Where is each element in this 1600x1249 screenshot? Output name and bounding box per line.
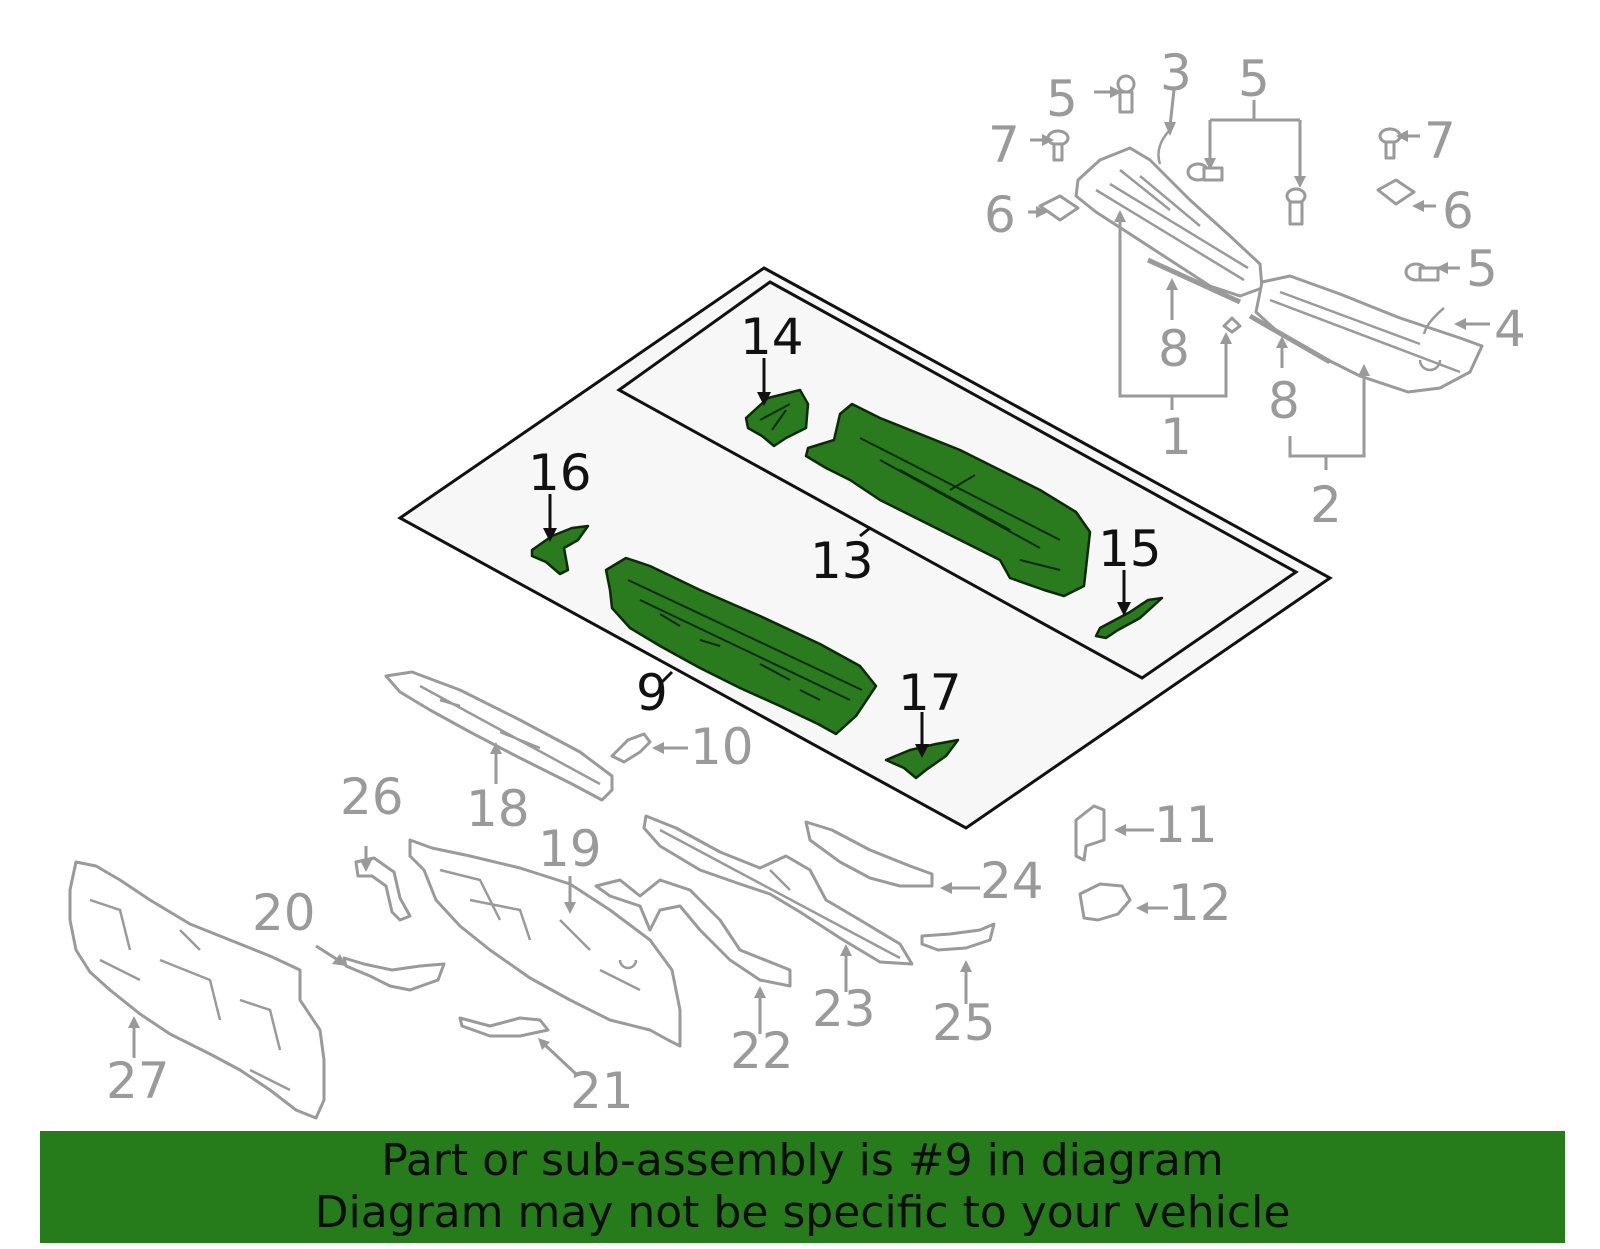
part-9-cowl-top-highlighted[interactable] (604, 556, 878, 736)
part-23-crossmember[interactable] (642, 814, 914, 966)
callout-20: 20 (252, 884, 316, 942)
part-4-clip[interactable] (1422, 307, 1445, 335)
callout-24: 24 (980, 852, 1044, 910)
fastener-5-top[interactable] (1116, 74, 1136, 114)
part-15-bracket[interactable] (1094, 596, 1164, 640)
callout-18: 18 (466, 780, 530, 838)
callout-26: 26 (340, 768, 404, 826)
callout-4: 4 (1494, 300, 1526, 358)
part-25-bracket[interactable] (920, 922, 996, 952)
callout-25: 25 (932, 994, 996, 1052)
callout-8a: 8 (1158, 320, 1190, 378)
part-8-seal-strips[interactable] (1146, 257, 1332, 365)
banner-line-1: Part or sub-assembly is #9 in diagram (381, 1135, 1224, 1186)
callout-13: 13 (810, 532, 874, 590)
callout-5b: 5 (1238, 50, 1270, 108)
part-24-reinforcement[interactable] (804, 820, 934, 888)
fastener-5-mid-b[interactable] (1285, 187, 1307, 226)
banner-line-2: Diagram may not be specific to your vehi… (314, 1187, 1291, 1238)
part-3-clip[interactable] (1157, 129, 1171, 165)
part-13-cowl-panel[interactable] (804, 402, 1092, 598)
callout-1: 1 (1160, 408, 1192, 466)
part-27-dash-insulator-large[interactable] (68, 860, 326, 1120)
fastener-5-mid-a[interactable] (1186, 162, 1224, 182)
callout-14: 14 (740, 308, 804, 366)
callout-8b: 8 (1268, 372, 1300, 430)
callout-22: 22 (730, 1022, 794, 1080)
callout-3: 3 (1160, 44, 1192, 102)
callout-7a: 7 (988, 116, 1020, 174)
part-26-bracket[interactable] (354, 856, 412, 922)
callout-23: 23 (812, 980, 876, 1038)
nut-6-right[interactable] (1376, 178, 1416, 206)
upper-leader-lines (1028, 86, 1490, 470)
fastener-7-right[interactable] (1378, 127, 1402, 160)
callout-17: 17 (898, 664, 962, 722)
highlight-leader-arrows (543, 358, 1131, 758)
callout-12: 12 (1168, 874, 1232, 932)
callout-21: 21 (570, 1062, 634, 1120)
callout-27: 27 (106, 1052, 170, 1110)
part-12-bracket[interactable] (1078, 882, 1132, 922)
callout-10: 10 (690, 718, 754, 776)
callout-11: 11 (1154, 796, 1218, 854)
callout-19: 19 (538, 820, 602, 878)
nut-6-left[interactable] (1038, 194, 1080, 222)
callout-7b: 7 (1424, 112, 1456, 170)
part-14-bracket[interactable] (744, 388, 810, 448)
callout-6b: 6 (1442, 182, 1474, 240)
part-11-bracket[interactable] (1074, 804, 1106, 862)
callout-9: 9 (636, 664, 668, 722)
part-16-bracket[interactable] (530, 524, 590, 576)
callout-15: 15 (1098, 520, 1162, 578)
callout-2: 2 (1310, 476, 1342, 534)
part-1-cowl-grille-left[interactable] (1074, 146, 1264, 298)
callout-16: 16 (528, 444, 592, 502)
fastener-5-right[interactable] (1404, 262, 1440, 282)
part-19-dash-insulator[interactable] (408, 838, 682, 1048)
callout-6a: 6 (984, 186, 1016, 244)
fastener-7-left[interactable] (1046, 129, 1070, 162)
part-20-bracket[interactable] (342, 956, 446, 992)
part-10-bracket[interactable] (610, 732, 652, 764)
callout-5a: 5 (1046, 70, 1078, 128)
callout-labels: 5 3 5 7 7 6 6 5 4 8 8 1 2 14 16 13 15 9 … (106, 44, 1526, 1120)
part-21-bracket[interactable] (458, 1016, 550, 1038)
lower-leader-lines (128, 742, 1168, 1076)
callout-5c: 5 (1466, 240, 1498, 298)
info-banner: Part or sub-assembly is #9 in diagram Di… (40, 1131, 1565, 1243)
part-18-dash-panel-upper[interactable] (384, 670, 614, 802)
part-22-reinforcement[interactable] (594, 878, 792, 988)
